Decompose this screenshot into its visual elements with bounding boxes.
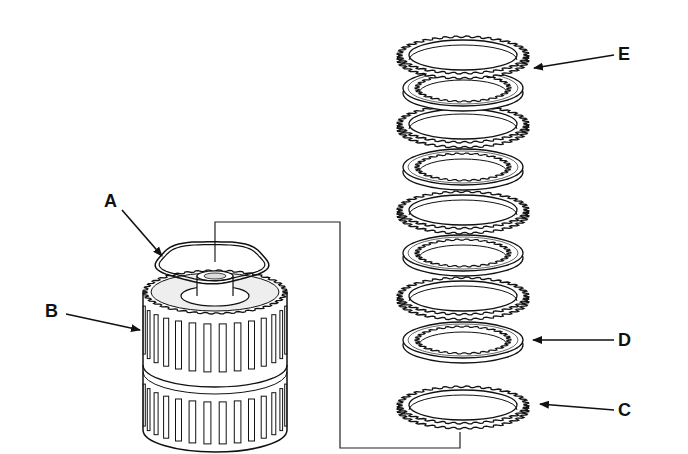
drawing-stroke bbox=[143, 292, 287, 452]
drawing-stroke bbox=[409, 390, 517, 420]
snap-ring bbox=[155, 242, 269, 284]
callout-letter: C bbox=[618, 401, 631, 419]
drawing-stroke bbox=[249, 399, 255, 441]
drawing-stroke bbox=[176, 321, 182, 369]
drawing-stroke bbox=[249, 321, 255, 369]
drawing-stroke bbox=[189, 401, 196, 443]
drawing-stroke bbox=[154, 393, 158, 435]
drawing-stroke bbox=[143, 384, 145, 426]
drawing-stroke bbox=[403, 149, 523, 185]
friction-disc bbox=[403, 149, 523, 190]
friction-disc bbox=[403, 322, 523, 363]
drawing-stroke bbox=[261, 396, 266, 438]
steel-plate bbox=[397, 277, 529, 320]
drawing-stroke bbox=[261, 318, 266, 366]
drawing-stroke bbox=[234, 323, 241, 371]
callout-letter: A bbox=[104, 192, 117, 210]
drawing-stroke bbox=[285, 306, 287, 354]
clutch-plates bbox=[397, 36, 529, 429]
drawing-stroke bbox=[408, 237, 518, 269]
drawing-stroke bbox=[408, 324, 518, 356]
steel-plate bbox=[397, 191, 529, 234]
drawing-stroke bbox=[415, 153, 511, 181]
drawing-stroke bbox=[415, 326, 511, 354]
drawing-stroke bbox=[147, 389, 150, 431]
drawing-stroke bbox=[164, 318, 169, 366]
drawing-stroke bbox=[159, 245, 265, 281]
drawing-stroke bbox=[409, 45, 517, 60]
drawing-stroke bbox=[176, 399, 182, 441]
leader-line bbox=[66, 314, 140, 330]
leader-lines bbox=[66, 55, 614, 410]
callout-letter: D bbox=[618, 331, 631, 349]
clutch-drum bbox=[143, 270, 287, 452]
drawing-stroke bbox=[143, 372, 287, 394]
drawing-stroke bbox=[409, 109, 517, 139]
drawing-stroke bbox=[403, 322, 523, 358]
drawing-stroke bbox=[204, 402, 211, 444]
drawing-stroke bbox=[143, 365, 287, 387]
drawing-stroke bbox=[415, 239, 511, 267]
drawing-stroke bbox=[164, 396, 169, 438]
drawing-stroke bbox=[397, 386, 529, 424]
leader-line bbox=[122, 210, 162, 256]
drawing-stroke bbox=[409, 200, 517, 215]
drawing-stroke bbox=[397, 36, 529, 74]
leader-line bbox=[534, 55, 614, 68]
drawing-stroke bbox=[155, 242, 269, 284]
drawing-stroke bbox=[147, 311, 150, 359]
drawing-stroke bbox=[143, 270, 287, 314]
drawing-stroke bbox=[409, 281, 517, 311]
drawing-stroke bbox=[397, 277, 529, 315]
drawing-stroke bbox=[409, 114, 517, 129]
drawing-stroke bbox=[419, 159, 507, 172]
drawing-stroke bbox=[409, 40, 517, 70]
drawing-stroke bbox=[419, 245, 507, 258]
drawing-stroke bbox=[409, 195, 517, 225]
drawing-stroke bbox=[419, 80, 507, 93]
drawing-stroke bbox=[143, 306, 145, 354]
drawing-stroke bbox=[154, 315, 158, 363]
drawing-stroke bbox=[219, 324, 226, 372]
drawing-stroke bbox=[397, 191, 529, 229]
drawing-stroke bbox=[189, 323, 196, 371]
callout-letter: B bbox=[45, 302, 58, 320]
drawing-stroke bbox=[219, 402, 226, 444]
drawing-stroke bbox=[409, 286, 517, 301]
drawing-stroke bbox=[204, 324, 211, 372]
leader-line bbox=[540, 404, 614, 410]
drawing-stroke bbox=[280, 311, 283, 359]
drawing-stroke bbox=[280, 389, 283, 431]
drawing-stroke bbox=[272, 315, 276, 363]
steel-plate bbox=[397, 386, 529, 429]
drawing-stroke bbox=[234, 401, 241, 443]
drawing-stroke bbox=[408, 151, 518, 183]
drawing-stroke bbox=[285, 384, 287, 426]
drawing-stroke bbox=[409, 395, 517, 410]
steel-plate bbox=[397, 36, 529, 79]
callout-letter: E bbox=[618, 45, 630, 63]
drawing-stroke bbox=[272, 393, 276, 435]
friction-disc bbox=[403, 235, 523, 276]
leader-line bbox=[533, 339, 614, 341]
drawing-stroke bbox=[403, 235, 523, 271]
drawing-stroke bbox=[204, 273, 226, 279]
drawing-stroke bbox=[151, 273, 279, 311]
drawing-stroke bbox=[419, 332, 507, 345]
